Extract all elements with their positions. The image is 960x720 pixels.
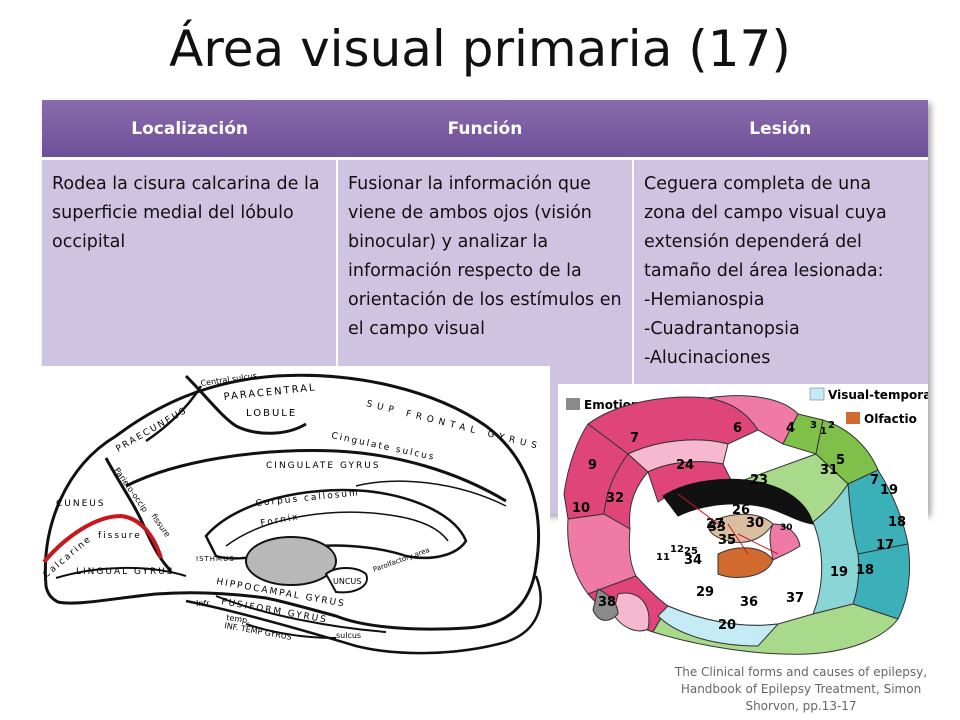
- label-infr: Infr: [196, 599, 210, 608]
- medial-brain-diagram: Central sulcus PARACENTRAL LOBULE SUP FR…: [36, 366, 550, 660]
- area-7: 7: [870, 473, 879, 488]
- area-4: 4: [786, 421, 795, 436]
- label-paracentral: PARACENTRAL: [223, 382, 317, 403]
- label-cingulate-sulcus: Cingulate sulcus: [330, 431, 436, 463]
- label-calcarine-fissure: fissure: [98, 531, 142, 541]
- area-34: 34: [684, 553, 702, 568]
- slide-title: Área visual primaria (17): [169, 20, 791, 78]
- legend-swatch-olfaction: [846, 412, 860, 424]
- area-19-top: 19: [880, 483, 898, 498]
- lesion-item-hemianospia: -Hemianospia: [644, 290, 765, 310]
- lesion-item-alucinaciones: -Alucinaciones: [644, 348, 771, 368]
- lesion-text: Ceguera completa de una zona del campo v…: [644, 174, 887, 281]
- area-26: 26: [732, 503, 750, 518]
- area-17: 17: [876, 538, 894, 553]
- legend-olfaction: Olfactio: [864, 412, 917, 426]
- area-28: 29: [696, 585, 714, 600]
- area-2: 2: [828, 420, 835, 431]
- area-10: 10: [572, 501, 590, 516]
- area-27: 27: [706, 517, 724, 532]
- label-cingulate-gyrus: CINGULATE GYRUS: [266, 461, 381, 471]
- legend-swatch-emotion: [566, 398, 580, 410]
- area-31: 31: [820, 463, 838, 478]
- area-19-bottom: 19: [830, 565, 848, 580]
- area-12: 12: [670, 544, 684, 555]
- area-3: 3: [810, 420, 817, 431]
- figure-caption: The Clinical forms and causes of epileps…: [674, 665, 928, 713]
- area-11: 11: [656, 552, 670, 563]
- area-18-top: 18: [888, 515, 906, 530]
- area-30: 30: [780, 523, 793, 533]
- area-25: 25: [684, 546, 698, 557]
- area-18-bottom: 18: [856, 563, 874, 578]
- cell-funcion: Fusionar la información que viene de amb…: [338, 160, 634, 514]
- label-cuneus: CUNEUS: [56, 499, 106, 509]
- legend-swatch-visual-temporal: [809, 387, 825, 401]
- legend-visual-temporal: Visual-tempora: [828, 388, 928, 402]
- cell-localizacion: Rodea la cisura calcarina de la superfic…: [42, 160, 338, 514]
- area-5: 5: [836, 453, 845, 468]
- area-8: 7: [630, 431, 639, 446]
- label-isthmus: ISTHMUS: [196, 555, 235, 563]
- area-9: 9: [588, 458, 597, 473]
- label-uncus: UNCUS: [333, 577, 361, 586]
- area-29: 30: [746, 516, 764, 531]
- label-sulcus: sulcus: [336, 631, 361, 640]
- label-temp: temp.: [226, 613, 251, 625]
- area-24: 24: [676, 458, 694, 473]
- area-32: 32: [606, 491, 624, 506]
- table-header-row: Localización Función Lesión: [42, 100, 928, 160]
- header-localizacion: Localización: [131, 118, 249, 139]
- brodmann-svg: Emotion Visual-tempora Olfactio 7 6 4 3: [563, 387, 931, 655]
- area-36: 36: [740, 595, 758, 610]
- header-funcion: Función: [447, 118, 523, 139]
- area-38: 38: [598, 595, 616, 610]
- area-23: 23: [750, 473, 768, 488]
- header-lesion: Lesión: [749, 118, 812, 139]
- medial-brain-svg: Central sulcus PARACENTRAL LOBULE SUP FR…: [42, 371, 543, 655]
- brodmann-diagram: Emotion Visual-tempora Olfactio 7 6 4 3: [558, 384, 931, 656]
- label-lingual-gyrus: LINGUAL GYRUS: [76, 567, 175, 577]
- area-33: 33: [708, 520, 726, 535]
- area-37: 37: [786, 591, 804, 606]
- cell-lesion: Ceguera completa de una zona del campo v…: [634, 160, 928, 514]
- area-1: 1: [820, 426, 827, 437]
- lesion-item-cuadrantanopsia: -Cuadrantanopsia: [644, 319, 800, 339]
- area-35: 35: [718, 533, 736, 548]
- label-parieto-occip: Parieto-occip: [112, 466, 149, 514]
- label-fissure: fissure: [149, 512, 172, 539]
- area-6: 6: [733, 421, 742, 436]
- area-20: 20: [718, 618, 736, 633]
- label-central-sulcus: Central sulcus: [200, 371, 257, 388]
- label-fornix: Fornix: [260, 512, 301, 529]
- label-lobule: LOBULE: [246, 408, 297, 419]
